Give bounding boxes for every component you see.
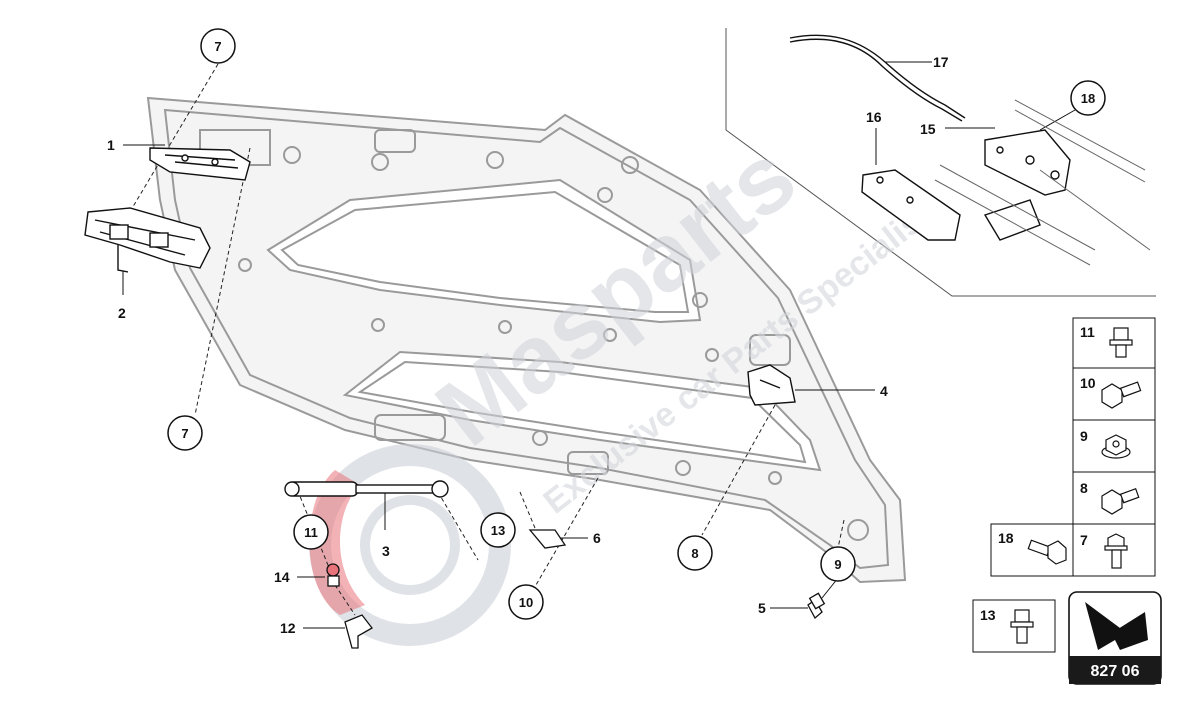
svg-text:18: 18 [998, 530, 1014, 546]
cover-plate [861, 169, 961, 241]
inset-frame [725, 28, 1156, 297]
buffer-pin [807, 592, 826, 620]
callout-9: 9 [820, 546, 856, 582]
legend-cell-18: 18 [998, 530, 1067, 565]
callout-13: 13 [480, 512, 516, 548]
bowden-cable [789, 34, 966, 122]
legend-cell-8: 8 [1080, 480, 1140, 515]
page-code: 827 06 [1091, 663, 1140, 680]
label-17: 17 [933, 54, 949, 70]
svg-text:9: 9 [1080, 428, 1088, 444]
callout-18: 18 [1070, 80, 1106, 116]
flange-nut-icon [1101, 434, 1131, 459]
svg-text:11: 11 [304, 525, 318, 540]
lock-mechanism [983, 129, 1071, 241]
svg-text:13: 13 [491, 523, 505, 538]
direction-arrow-icon [1085, 602, 1148, 650]
label-5: 5 [758, 600, 766, 616]
clip-bracket [528, 529, 567, 549]
svg-text:10: 10 [1080, 375, 1096, 391]
callout-10: 10 [508, 584, 544, 620]
svg-text:18: 18 [1081, 91, 1095, 106]
label-15: 15 [920, 121, 936, 137]
callout-7-left: 7 [167, 415, 203, 451]
legend-cell-13: 13 [980, 607, 1034, 644]
legend-cell-10: 10 [1080, 375, 1142, 409]
svg-text:13: 13 [980, 607, 996, 623]
latch-bracket [747, 364, 796, 406]
bolt-icon [1101, 381, 1142, 409]
ball-stud [326, 563, 340, 587]
watermark-red-swoosh [309, 470, 365, 615]
callout-7-top: 7 [200, 28, 236, 64]
bolt-vertical-icon [1104, 533, 1128, 569]
bolt-washer-icon [1109, 327, 1133, 358]
label-14: 14 [274, 569, 290, 585]
page-code-badge: 827 06 [1068, 591, 1162, 685]
svg-text:9: 9 [834, 557, 841, 572]
bolt-icon [1027, 539, 1067, 565]
support-rails [934, 99, 1151, 266]
gas-strut [284, 480, 449, 498]
fastener-legend [972, 317, 1156, 653]
callout-8: 8 [677, 535, 713, 571]
label-4: 4 [880, 383, 888, 399]
svg-text:10: 10 [519, 595, 533, 610]
label-2: 2 [118, 305, 126, 321]
label-12: 12 [280, 620, 296, 636]
svg-text:7: 7 [181, 426, 188, 441]
mounting-bracket [344, 614, 373, 649]
hinge-part-1 [149, 147, 251, 181]
legend-cell-7: 7 [1080, 532, 1128, 569]
label-16: 16 [866, 109, 882, 125]
callout-11: 11 [293, 514, 329, 550]
svg-text:7: 7 [214, 39, 221, 54]
legend-cell-9: 9 [1080, 428, 1131, 459]
svg-text:11: 11 [1080, 324, 1095, 340]
svg-text:7: 7 [1080, 532, 1088, 548]
engine-lid-panel [146, 96, 907, 584]
svg-text:8: 8 [691, 546, 698, 561]
label-1: 1 [107, 137, 115, 153]
svg-text:8: 8 [1080, 480, 1088, 496]
hinge-part-2 [84, 207, 211, 273]
legend-cell-11: 11 [1080, 324, 1133, 358]
label-3: 3 [382, 543, 390, 559]
bolt-washer-icon [1010, 609, 1034, 644]
bolt-icon [1101, 487, 1140, 515]
label-6: 6 [593, 530, 601, 546]
